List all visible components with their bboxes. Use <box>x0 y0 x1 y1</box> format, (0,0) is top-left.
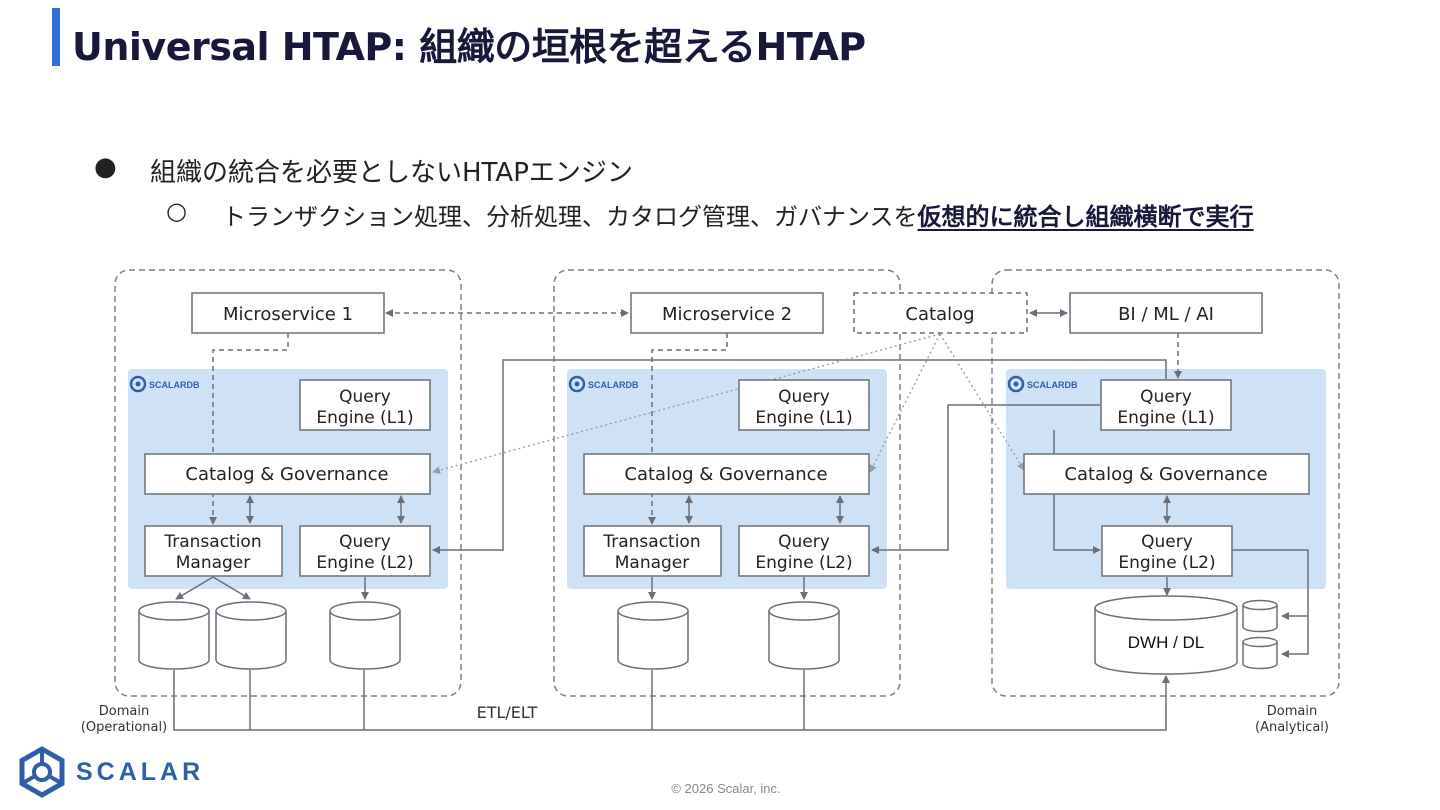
scalar-logo-icon <box>19 746 65 798</box>
query-engine-l1-box-3: Query Engine (L1) <box>1100 379 1232 431</box>
connector-tm1-db1 <box>175 576 214 600</box>
catalog-governance-box-2: Catalog & Governance <box>583 453 870 495</box>
bullet-level2: ○ トランザクション処理、分析処理、カタログ管理、ガバナンスを仮想的に統合し組織… <box>166 197 1254 231</box>
cg-label: Catalog & Governance <box>185 464 388 485</box>
bullet-level2-plain: トランザクション処理、分析処理、カタログ管理、ガバナンスを <box>222 203 918 231</box>
bullet-level1: ● 組織の統合を必要としないHTAPエンジン <box>94 152 633 188</box>
qe-l2-line2: Engine (L2) <box>755 553 852 573</box>
bi-ml-ai-box: BI / ML / AI <box>1069 292 1263 334</box>
microservice-1-box: Microservice 1 <box>191 292 385 334</box>
qe-l2-line1: Query <box>1141 532 1193 552</box>
scalardb-logo-3: SCALARDB <box>1007 375 1078 393</box>
qe-l2-line1: Query <box>339 532 391 552</box>
cg-label: Catalog & Governance <box>624 464 827 485</box>
tm-line1: Transaction <box>602 532 700 552</box>
connector-tm1-db2 <box>212 576 251 600</box>
dwh-dl-label: DWH / DL <box>1128 633 1205 652</box>
qe-l1-line1: Query <box>1140 387 1192 407</box>
microservice-2-label: Microservice 2 <box>662 304 792 325</box>
domain-operational-line1: Domain <box>99 704 149 719</box>
catalog-label: Catalog <box>905 304 974 325</box>
query-engine-l2-box-1: Query Engine (L2) <box>299 525 431 577</box>
query-engine-l1-box-1: Query Engine (L1) <box>299 379 431 431</box>
connector-etl-bus <box>173 670 1170 731</box>
bullet-marker: ○ <box>166 197 187 225</box>
domain-analytical-line2: (Analytical) <box>1255 720 1329 735</box>
connector-qe1-to-qe2-left <box>432 359 1167 554</box>
domain-operational-line2: (Operational) <box>81 720 167 735</box>
transaction-manager-box-1: Transaction Manager <box>144 525 283 577</box>
etl-elt-label: ETL/ELT <box>477 703 538 722</box>
database-icon <box>768 601 840 670</box>
connector-qe1-to-qe2-middle <box>871 404 1100 554</box>
qe-l1-line2: Engine (L1) <box>755 408 852 428</box>
query-engine-l2-box-3: Query Engine (L2) <box>1101 525 1233 577</box>
qe-l1-line1: Query <box>339 387 391 407</box>
database-icon <box>617 601 689 670</box>
connector-qe3-smalldb2 <box>1231 549 1309 658</box>
query-engine-l2-box-2: Query Engine (L2) <box>738 525 870 577</box>
title-accent-bar <box>52 8 60 66</box>
qe-l2-line2: Engine (L2) <box>316 553 413 573</box>
connector-ms1-tm <box>209 333 289 525</box>
database-icon <box>329 601 401 670</box>
tm-line2: Manager <box>176 553 251 573</box>
microservice-2-box: Microservice 2 <box>630 292 824 334</box>
bi-ml-ai-label: BI / ML / AI <box>1118 304 1214 325</box>
connector-catalog-cg2 <box>869 333 941 473</box>
scalardb-logo-1: SCALARDB <box>129 375 200 393</box>
catalog-governance-box-1: Catalog & Governance <box>144 453 431 495</box>
domain-analytical-line1: Domain <box>1267 704 1317 719</box>
qe-l2-line1: Query <box>778 532 830 552</box>
scalar-logo-text: SCALAR <box>76 758 205 786</box>
tm-line1: Transaction <box>163 532 261 552</box>
connector-ms2-tm <box>648 333 728 525</box>
scalardb-brand-label: SCALARDB <box>149 380 200 390</box>
qe-l1-line2: Engine (L1) <box>316 408 413 428</box>
tm-line2: Manager <box>615 553 690 573</box>
qe-l1-line2: Engine (L1) <box>1117 408 1214 428</box>
page-title: Universal HTAP: 組織の垣根を超えるHTAP <box>72 25 866 69</box>
small-database-icon <box>1242 599 1278 633</box>
transaction-manager-box-2: Transaction Manager <box>583 525 722 577</box>
catalog-box: Catalog <box>853 292 1028 334</box>
bullet-marker: ● <box>94 152 117 182</box>
bullet-level2-emphasis: 仮想的に統合し組織横断で実行 <box>917 203 1254 231</box>
dwh-dl-database-icon <box>1094 595 1238 675</box>
database-icon <box>215 601 287 670</box>
catalog-governance-box-3: Catalog & Governance <box>1023 453 1310 495</box>
qe-l1-line1: Query <box>778 387 830 407</box>
cg-label: Catalog & Governance <box>1064 464 1267 485</box>
scalardb-brand-label: SCALARDB <box>1027 380 1078 390</box>
small-database-icon <box>1242 636 1278 670</box>
database-icon <box>138 601 210 670</box>
bullet-level1-text: 組織の統合を必要としないHTAPエンジン <box>150 158 633 188</box>
microservice-1-label: Microservice 1 <box>223 304 353 325</box>
connector-catalog-cg3 <box>939 333 1025 471</box>
query-engine-l1-box-2: Query Engine (L1) <box>738 379 870 431</box>
bullet-level2-text: トランザクション処理、分析処理、カタログ管理、ガバナンスを仮想的に統合し組織横断… <box>222 197 1254 232</box>
scalardb-logo-2: SCALARDB <box>568 375 639 393</box>
qe-l2-line2: Engine (L2) <box>1118 553 1215 573</box>
scalardb-brand-label: SCALARDB <box>588 380 639 390</box>
footer-copyright: © 2026 Scalar, inc. <box>671 781 781 796</box>
